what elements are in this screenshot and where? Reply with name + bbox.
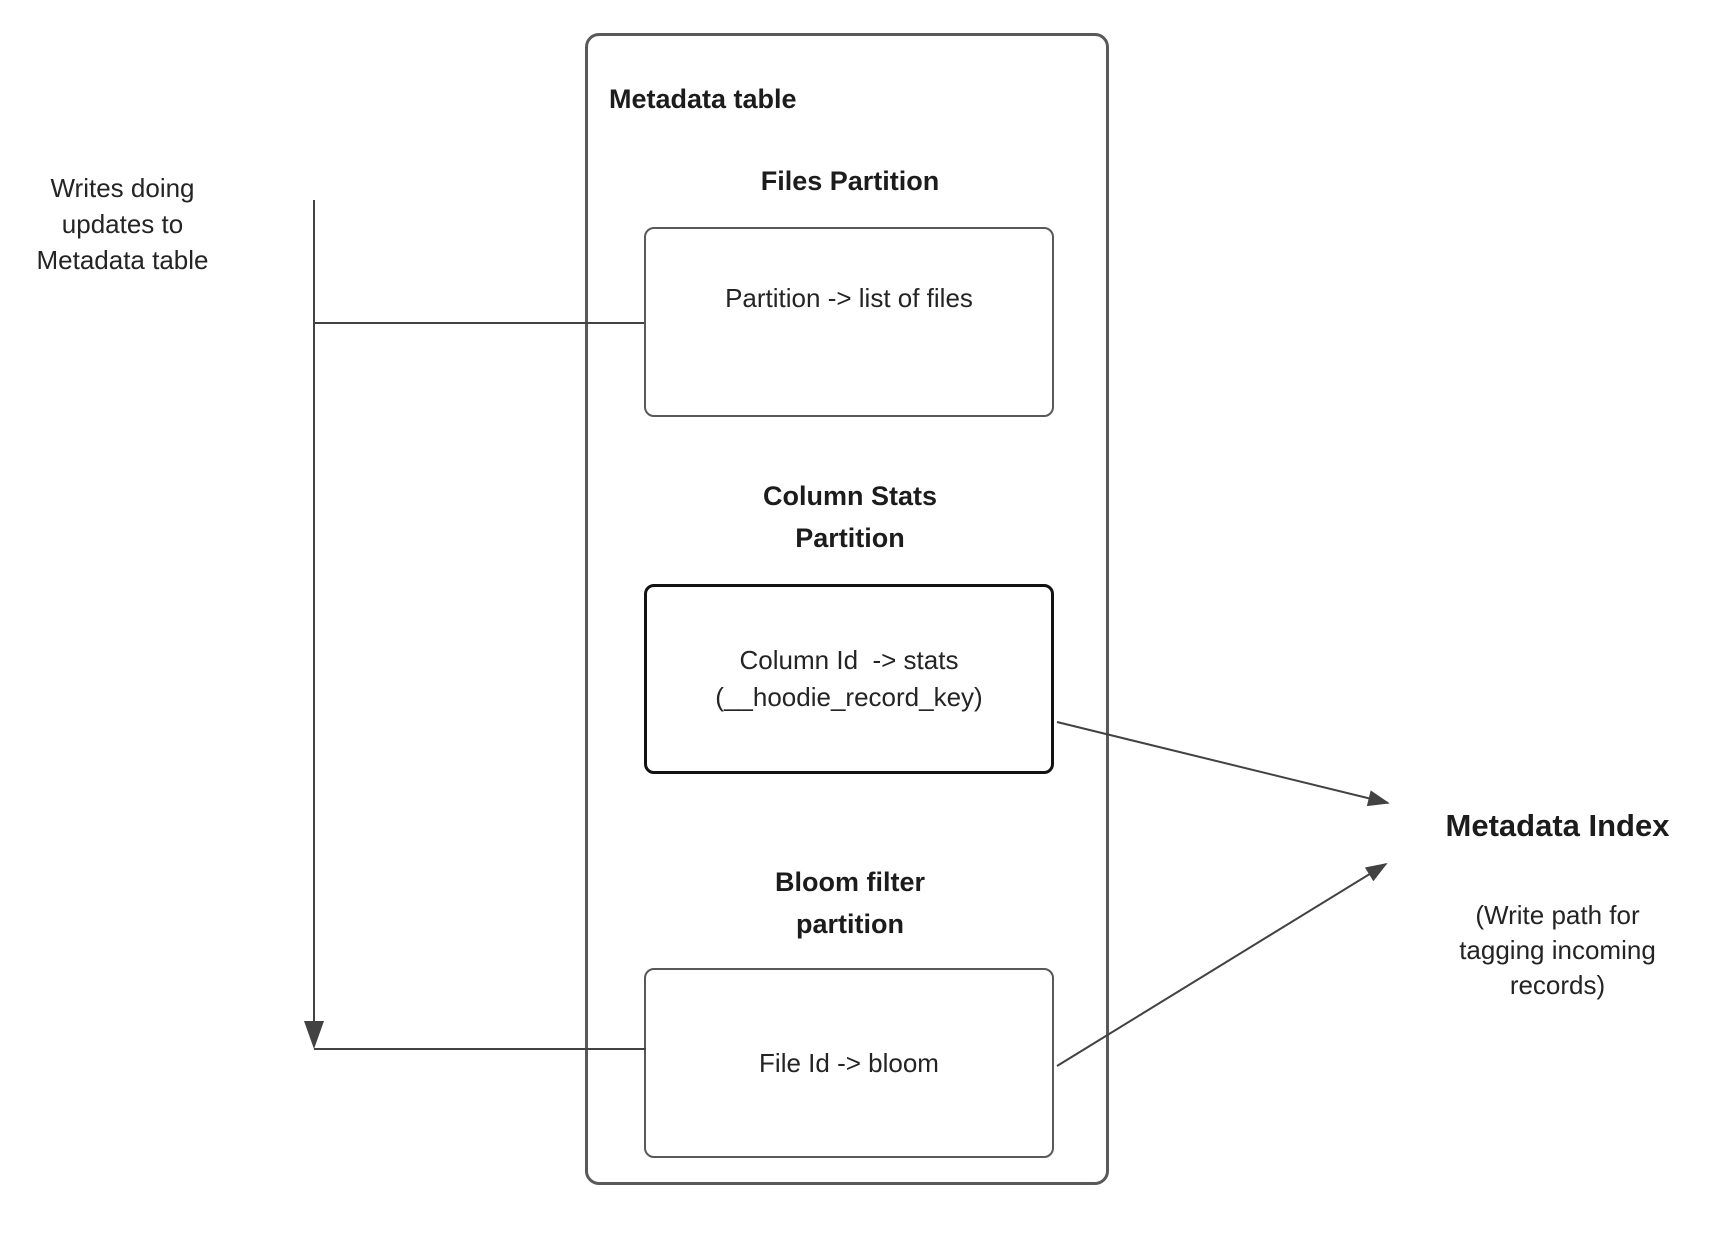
metadata-index-title: Metadata Index bbox=[1445, 808, 1670, 843]
writes-note: Writes doing updates to Metadata table bbox=[36, 173, 209, 275]
files-partition-label: Partition -> list of files bbox=[725, 282, 973, 313]
bloom-filter-partition-box: File Id -> bloom bbox=[644, 968, 1054, 1158]
column-stats-partition-box: Column Id -> stats (__hoodie_record_key) bbox=[644, 584, 1054, 774]
files-partition-box: Partition -> list of files bbox=[644, 227, 1054, 417]
files-partition-heading: Files Partition bbox=[760, 166, 940, 196]
column-stats-partition-label: Column Id -> stats (__hoodie_record_key) bbox=[715, 645, 983, 712]
bloom-filter-partition-label: File Id -> bloom bbox=[759, 1047, 939, 1078]
down-arrowhead-icon bbox=[304, 1021, 324, 1049]
metadata-table-title: Metadata table bbox=[609, 84, 797, 114]
metadata-table-container bbox=[585, 33, 1109, 1185]
bloom-filter-partition-heading: Bloom filter partition bbox=[774, 867, 925, 939]
metadata-index-subtitle: (Write path for tagging incoming records… bbox=[1459, 900, 1656, 1000]
column-stats-partition-heading: Column Stats Partition bbox=[762, 481, 937, 553]
